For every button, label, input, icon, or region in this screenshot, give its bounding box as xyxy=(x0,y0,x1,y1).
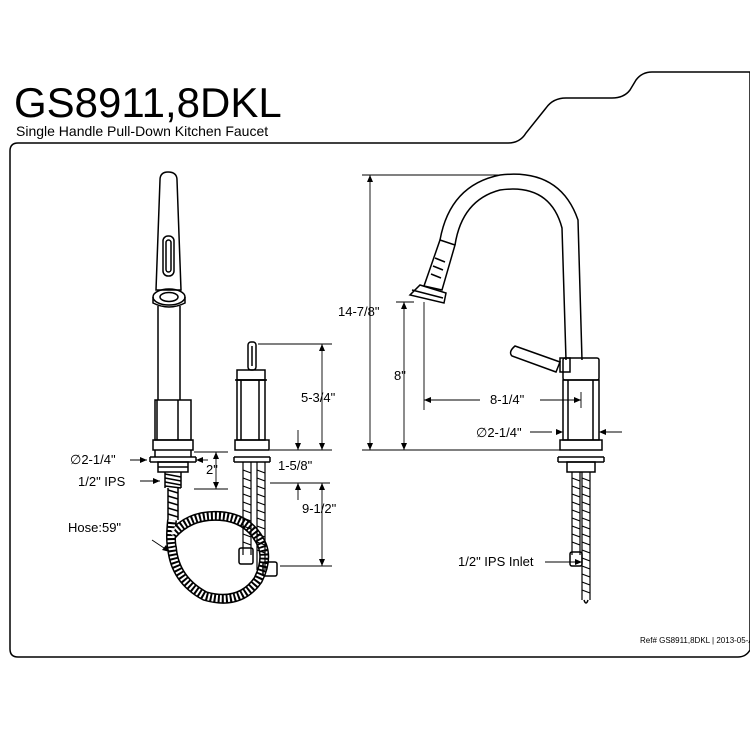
dimension-ips-left: 1/2" IPS xyxy=(78,474,126,489)
front-view-faucet xyxy=(408,173,605,604)
dimension-arrows xyxy=(140,175,606,566)
dimension-diameter-left: ∅2-1/4" xyxy=(70,452,116,467)
hose-coil xyxy=(166,510,270,604)
diagram-frame xyxy=(9,71,750,658)
dimension-ips-inlet: 1/2" IPS Inlet xyxy=(458,554,534,569)
side-view-faucet xyxy=(149,171,197,520)
dimension-fourteen-seven-eighth: 14-7/8" xyxy=(338,304,380,319)
dimension-eight: 8" xyxy=(394,368,406,383)
page-subtitle: Single Handle Pull-Down Kitchen Faucet xyxy=(16,123,269,139)
dimension-nine-half: 9-1/2" xyxy=(302,501,337,516)
dimension-two-inch: 2" xyxy=(206,462,218,477)
dimension-hose: Hose:59" xyxy=(68,520,121,535)
dimension-diameter-right: ∅2-1/4" xyxy=(476,425,522,440)
dimension-five-three-quarter: 5-3/4" xyxy=(301,390,336,405)
dimension-eight-quarter: 8-1/4" xyxy=(490,392,525,407)
dimension-lines xyxy=(130,174,622,567)
page-title: GS8911,8DKL xyxy=(14,79,282,126)
side-view-base xyxy=(233,341,278,577)
dimension-one-five-eighth: 1-5/8" xyxy=(278,458,313,473)
reference-number: Ref# GS8911,8DKL | 2013-05-A xyxy=(640,636,750,645)
